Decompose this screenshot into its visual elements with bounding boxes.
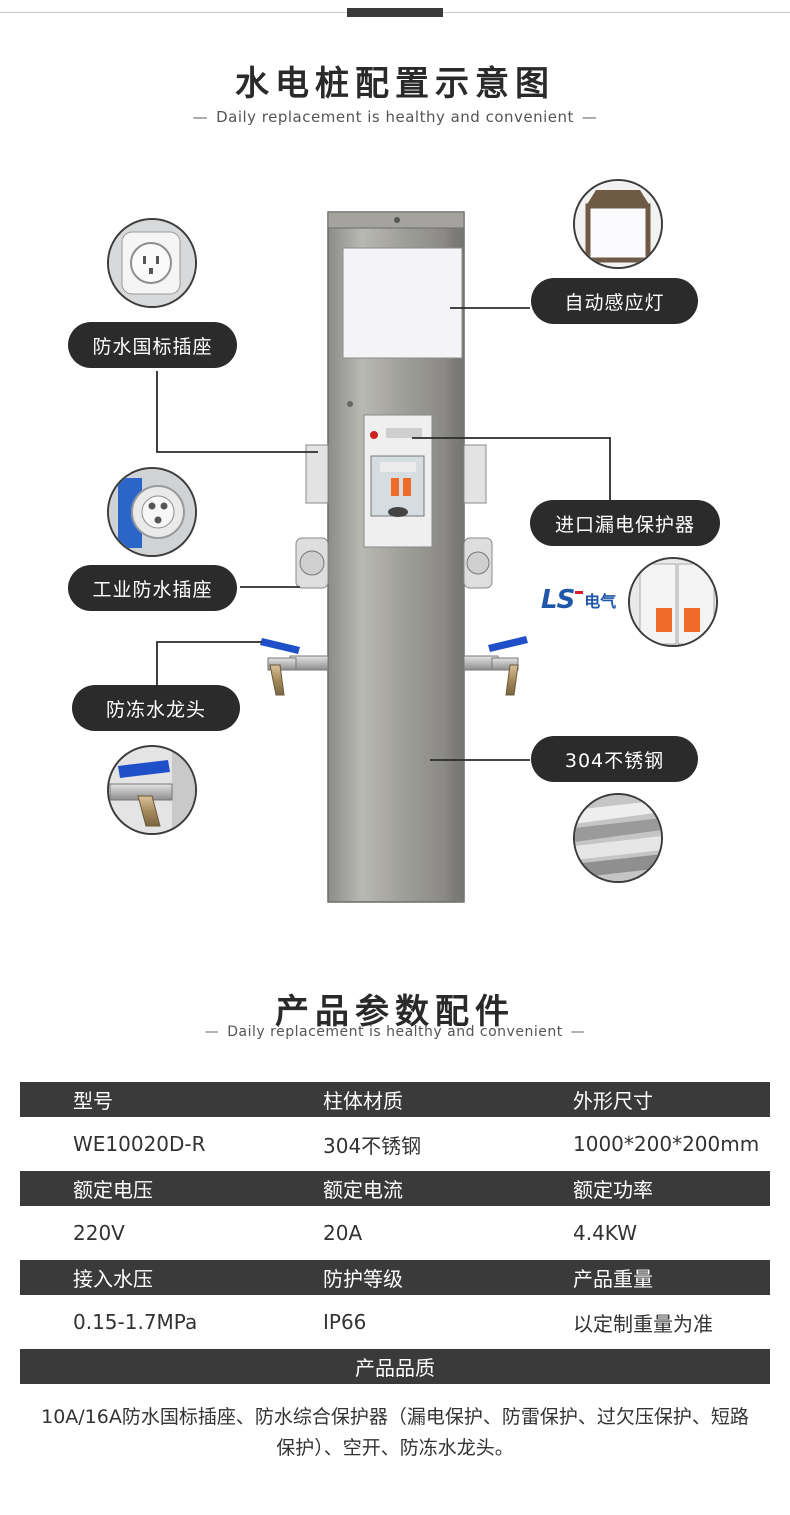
spec-header-row: 型号 柱体材质 外形尺寸 [20,1082,770,1117]
spec-header-cell: 额定功率 [573,1178,653,1202]
label-auto-light: 自动感应灯 [531,278,698,324]
spec-value-cell: 0.15-1.7MPa [73,1310,198,1334]
label-waterproof-socket: 防水国标插座 [68,322,237,368]
faucet-photo-icon [107,745,197,835]
spec-value-row: 220V 20A 4.4KW [20,1206,770,1260]
spec-header-row: 额定电压 额定电流 额定功率 [20,1171,770,1206]
ls-brand-logo: LS 电气 [541,585,617,615]
params-subtitle: —Daily replacement is healthy and conven… [204,1024,586,1040]
page-subtitle: —Daily replacement is healthy and conven… [192,108,598,126]
leader-lines [156,307,611,761]
spec-header-cell: 额定电流 [323,1178,403,1202]
params-title: 产品参数配件 [275,992,515,1032]
page-title: 水电桩配置示意图 [235,64,555,104]
lamp-photo-icon [573,179,663,269]
spec-value-cell: 4.4KW [573,1221,637,1245]
label-antifreeze-faucet: 防冻水龙头 [72,685,240,731]
spec-value-row: 0.15-1.7MPa IP66 以定制重量为准 [20,1295,770,1349]
spec-value-row: WE10020D-R 304不锈钢 1000*200*200mm [20,1117,770,1171]
charging-post [260,211,528,903]
spec-value-cell: 220V [73,1221,125,1245]
spec-header-cell: 防护等级 [323,1267,403,1291]
spec-header-cell: 柱体材质 [323,1089,403,1113]
spec-value-cell: 以定制重量为准 [573,1311,713,1336]
spec-header-cell: 额定电压 [73,1178,153,1202]
quality-header: 产品品质 [20,1349,770,1384]
spec-header-cell: 型号 [73,1089,113,1113]
spec-value-cell: WE10020D-R [73,1132,206,1156]
socket-photo-icon [107,218,197,308]
spec-header-cell: 接入水压 [73,1267,153,1291]
industrial-socket-photo-icon [107,467,197,557]
label-industrial-socket: 工业防水插座 [68,565,237,611]
label-stainless-steel: 304不锈钢 [531,736,698,782]
spec-header-cell: 产品重量 [573,1267,653,1291]
configuration-diagram: 防水国标插座 工业防水插座 防冻水龙头 自动感应灯 进口漏电保护器 304不锈钢… [0,160,790,920]
spec-value-cell: IP66 [323,1310,367,1334]
quality-description: 10A/16A防水国标插座、防水综合保护器（漏电保护、防雷保护、过欠压保护、短路… [41,1406,749,1459]
spec-value-cell: 304不锈钢 [323,1133,422,1158]
spec-header-cell: 外形尺寸 [573,1089,653,1113]
breaker-photo-icon [628,557,718,647]
label-leakage-protector: 进口漏电保护器 [530,500,720,546]
spec-value-cell: 1000*200*200mm [573,1132,760,1156]
spec-header-row: 接入水压 防护等级 产品重量 [20,1260,770,1295]
steel-photo-icon [573,793,663,883]
diagram-canvas [107,179,718,903]
spec-table: 型号 柱体材质 外形尺寸 WE10020D-R 304不锈钢 1000*200*… [20,1082,770,1384]
top-accent-bar [347,8,443,17]
spec-value-cell: 20A [323,1221,363,1245]
